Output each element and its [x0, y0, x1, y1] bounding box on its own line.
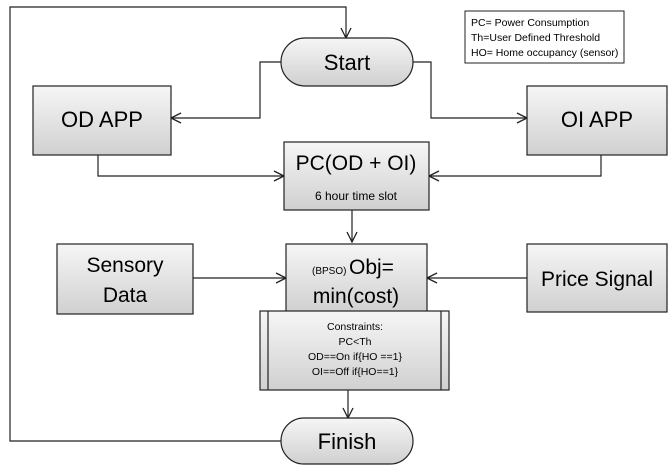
- constraints-node: Constraints: PC<Th OD==On if{HO ==1} OI=…: [259, 310, 450, 391]
- legend-line: PC= Power Consumption: [471, 17, 589, 29]
- price-signal-label: Price Signal: [541, 268, 653, 291]
- oi-to-pc-arrow: [429, 155, 602, 176]
- connectors: [9, 6, 602, 442]
- loop-back-arrow: [9, 6, 346, 442]
- od-app-label: OD APP: [61, 107, 143, 132]
- finish-label: Finish: [318, 429, 377, 454]
- legend-line: HO= Home occupancy (sensor): [471, 47, 618, 59]
- pc-node: PC(OD + OI) 6 hour time slot: [283, 141, 430, 211]
- objective-node: (BPSO) Obj= min(cost): [285, 243, 428, 313]
- od-app-node: OD APP: [32, 85, 172, 156]
- start-node: Start: [280, 37, 414, 87]
- start-to-od-arrow: [171, 61, 281, 118]
- constraints-line: OD==On if{HO ==1}: [308, 351, 402, 363]
- oi-app-label: OI APP: [561, 107, 633, 132]
- sensory-data-node: Sensory Data: [56, 243, 194, 315]
- oi-app-node: OI APP: [526, 85, 668, 156]
- finish-node: Finish: [280, 417, 414, 465]
- objective-line2: min(cost): [313, 285, 399, 308]
- sensory-data-line2: Data: [103, 284, 148, 307]
- constraints-line: PC<Th: [339, 336, 372, 348]
- objective-prefix: (BPSO): [312, 266, 346, 277]
- constraints-line: Constraints:: [327, 321, 383, 333]
- od-to-pc-arrow: [97, 155, 284, 176]
- legend-box: [464, 10, 625, 64]
- price-signal-node: Price Signal: [526, 243, 668, 313]
- pc-title: PC(OD + OI): [296, 152, 417, 175]
- sensory-data-line1: Sensory: [86, 254, 164, 277]
- objective-line1: Obj=: [349, 256, 394, 279]
- constraints-line: OI==Off if{HO==1}: [312, 366, 399, 378]
- pc-subtitle: 6 hour time slot: [315, 189, 398, 203]
- legend: PC= Power Consumption Th=User Defined Th…: [464, 10, 625, 64]
- start-label: Start: [324, 50, 370, 75]
- legend-line: Th=User Defined Threshold: [471, 32, 600, 44]
- start-to-oi-arrow: [413, 61, 527, 118]
